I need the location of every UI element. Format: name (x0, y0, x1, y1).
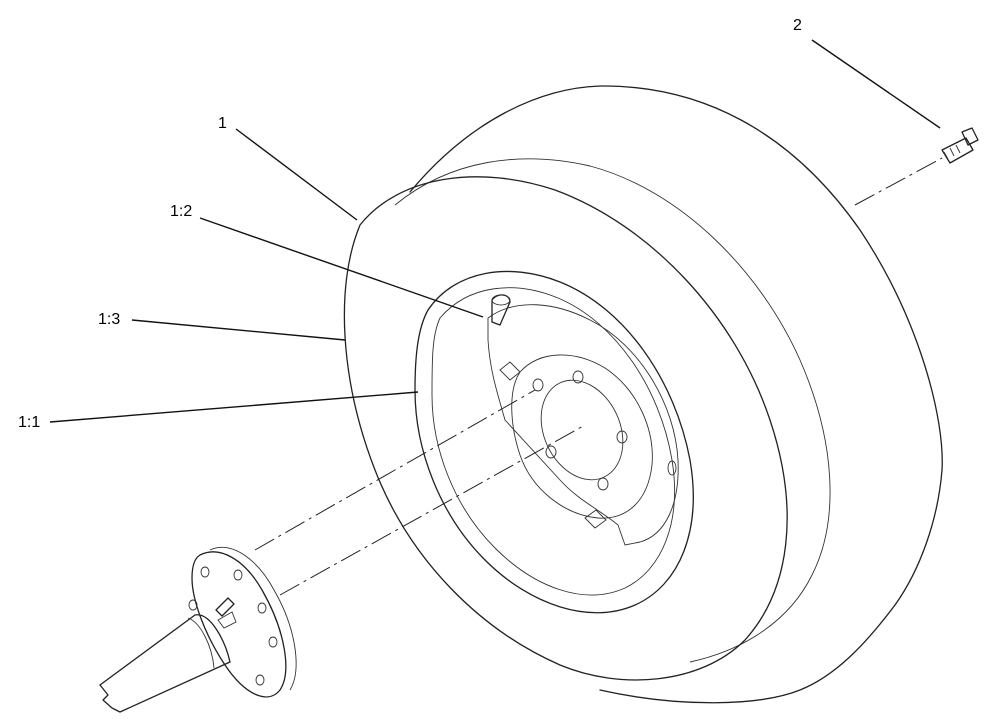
rim (414, 270, 694, 614)
wheel-bolt (941, 127, 979, 164)
callout-2: 2 (793, 17, 802, 34)
callout-1-2: 1:2 (170, 203, 192, 220)
tire (343, 85, 943, 704)
callout-1-3: 1:3 (98, 311, 120, 328)
valve-stem (491, 294, 511, 326)
hub-axle (99, 546, 297, 713)
leader-lines (49, 39, 941, 423)
centerlines (254, 157, 943, 596)
callout-1: 1 (218, 115, 227, 132)
callout-1-1: 1:1 (18, 414, 40, 431)
